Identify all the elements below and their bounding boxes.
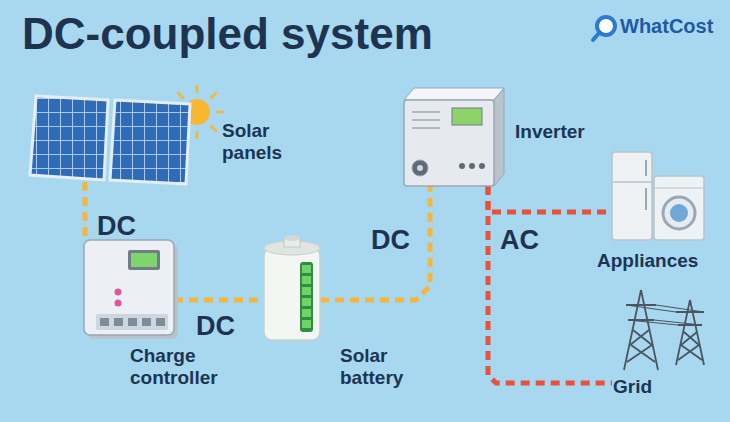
node-label: Inverter (515, 121, 615, 143)
brand-logo: WhatCost (620, 14, 713, 38)
dashed-connector (488, 186, 612, 212)
diagram-title: DC-coupled system (22, 10, 433, 58)
dashed-connector (488, 186, 612, 383)
dashed-connector (174, 298, 264, 303)
inverter-box: Inverter (404, 88, 504, 186)
label-wrap: WhatCost (620, 14, 713, 38)
logo-icon (593, 17, 615, 40)
edge-label-wrap: DC (371, 226, 410, 256)
node-label: Solar panels (222, 120, 292, 164)
appliances-box: Appliances (612, 150, 706, 240)
title-wrap: DC-coupled system (22, 10, 433, 58)
dashed-connector (83, 182, 88, 240)
current-type-label: DC (196, 312, 235, 342)
edge-label-wrap: DC (97, 212, 136, 242)
battery-icon (264, 235, 320, 340)
solar-panels-box: Solar panels (32, 92, 194, 182)
edge-label-wrap: AC (500, 226, 539, 256)
solar-panel-icon (30, 96, 190, 184)
dashed-connector (320, 186, 430, 300)
charge-controller-icon (84, 240, 178, 339)
current-type-label: AC (500, 226, 539, 256)
current-type-label: DC (97, 212, 136, 242)
node-label: Appliances (597, 250, 691, 272)
pylon-icon (624, 290, 704, 370)
current-type-label: DC (371, 226, 410, 256)
solar-battery-box: Solar battery (264, 236, 320, 342)
charge-controller-box: Charge controller (84, 240, 174, 335)
grid-box: Grid (612, 285, 712, 398)
node-label: Solar battery (340, 345, 420, 389)
edge-label-wrap: DC (196, 312, 235, 342)
appliance-icon (612, 152, 704, 240)
inverter-icon (404, 88, 504, 186)
node-label: Charge controller (130, 345, 230, 389)
node-label: Grid (613, 376, 713, 398)
